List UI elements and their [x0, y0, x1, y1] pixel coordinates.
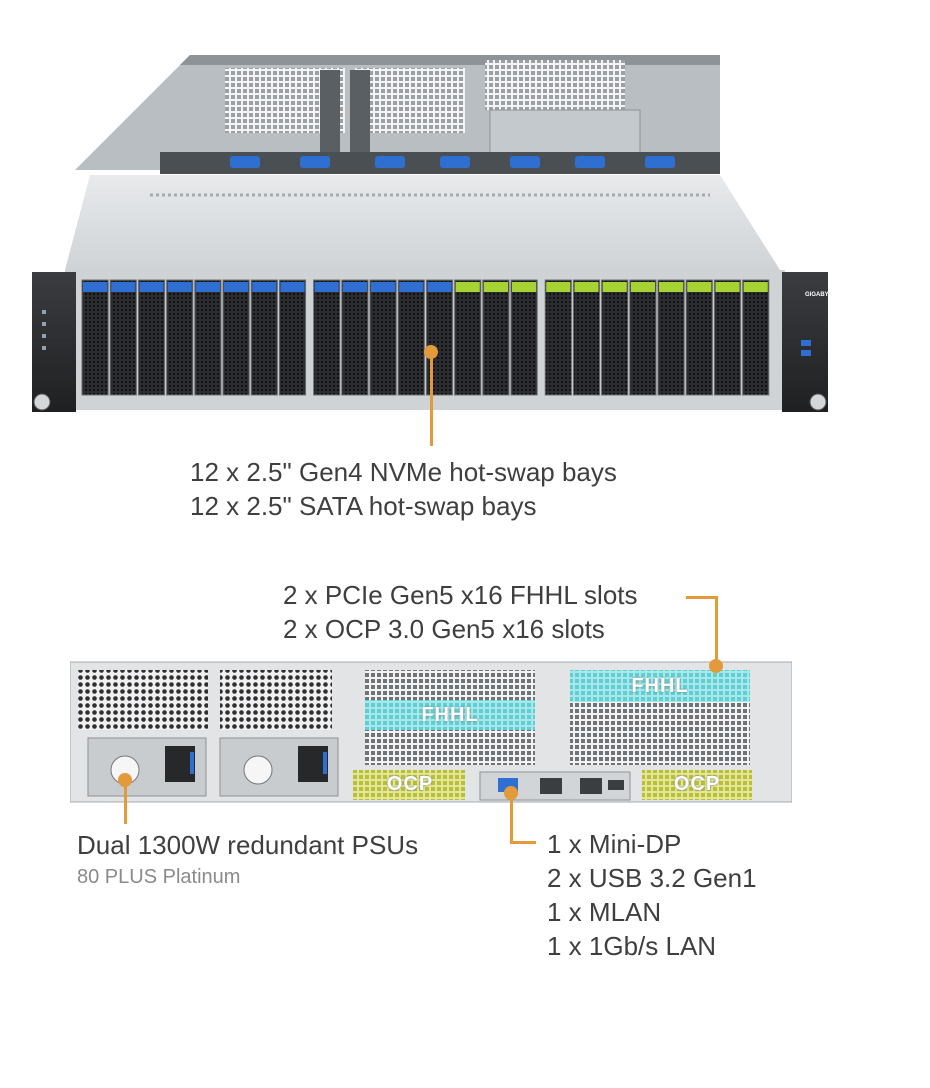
nvme-latch: [224, 282, 249, 292]
server-front-illustration: [32, 55, 828, 412]
nvme-latch: [342, 282, 367, 292]
drive-bay[interactable]: [222, 279, 250, 396]
front-bays-callout: 12 x 2.5" Gen4 NVMe hot-swap bays 12 x 2…: [190, 455, 617, 523]
drive-bay[interactable]: [278, 279, 307, 396]
drive-bay[interactable]: [510, 279, 538, 396]
lan-text: 1 x 1Gb/s LAN: [547, 931, 717, 961]
nvme-latch: [195, 282, 220, 292]
server-front-view: GIGABYTE: [20, 40, 840, 420]
io-callout-line-v: [510, 793, 513, 843]
riser-cage-middle: [355, 68, 465, 133]
sata-latch: [687, 282, 712, 292]
nvme-latch: [371, 282, 396, 292]
usb-text: 2 x USB 3.2 Gen1: [547, 863, 757, 893]
drive-bay[interactable]: [397, 279, 425, 396]
mini-dp-port: [608, 780, 624, 790]
mini-dp-text: 1 x Mini-DP: [547, 829, 682, 859]
drive-bay[interactable]: [601, 279, 629, 396]
nvme-latch: [167, 282, 192, 292]
drive-bay[interactable]: [137, 279, 166, 396]
drive-bay[interactable]: [81, 279, 109, 396]
usb-port-front: [801, 340, 811, 346]
nvme-latch: [252, 282, 277, 292]
sata-latch: [455, 282, 480, 292]
usb-port-front: [801, 350, 811, 356]
sata-latch: [602, 282, 627, 292]
drive-bay[interactable]: [629, 279, 657, 396]
pcie-callout-dot: [709, 659, 723, 673]
sata-latch: [574, 282, 599, 292]
psu-callout-title: Dual 1300W redundant PSUs: [77, 830, 419, 860]
drive-bay[interactable]: [313, 279, 341, 396]
nvme-bays-text: 12 x 2.5" Gen4 NVMe hot-swap bays: [190, 457, 617, 487]
left-rack-ear: [32, 272, 76, 412]
drive-bay[interactable]: [454, 279, 482, 396]
drive-bay[interactable]: [657, 279, 685, 396]
fhhl-label-right: FHHL: [631, 675, 689, 697]
io-callout-line-h: [510, 841, 536, 844]
server-rear-view: FHHL FHHL OCP OCP: [69, 660, 793, 805]
io-ports-callout: 1 x Mini-DP 2 x USB 3.2 Gen1 1 x MLAN 1 …: [547, 827, 757, 963]
ocp-slots-text: 2 x OCP 3.0 Gen5 x16 slots: [283, 614, 605, 644]
fhhl-slot-left: [365, 700, 535, 730]
ocp-label-right: OCP: [673, 773, 721, 795]
drive-bay[interactable]: [194, 279, 222, 396]
fhhl-label-left: FHHL: [421, 704, 479, 726]
nvme-latch: [83, 282, 108, 292]
lan-port: [580, 778, 602, 794]
sata-latch: [630, 282, 655, 292]
sata-latch: [743, 282, 768, 292]
drive-bay[interactable]: [250, 279, 278, 396]
drive-bay[interactable]: [166, 279, 194, 396]
drive-bay[interactable]: [572, 279, 601, 396]
front-callout-line: [430, 352, 433, 446]
sata-latch: [483, 282, 508, 292]
sata-latch: [715, 282, 740, 292]
riser-cage-right: [485, 60, 625, 110]
pcie-slots-callout: 2 x PCIe Gen5 x16 FHHL slots 2 x OCP 3.0…: [283, 578, 638, 646]
mlan-port: [540, 778, 562, 794]
psu-callout-line: [124, 780, 127, 824]
drive-bays: [81, 279, 770, 396]
drive-bay[interactable]: [742, 279, 770, 396]
pcie-callout-line-h: [686, 596, 718, 599]
drive-bay[interactable]: [109, 279, 137, 396]
fan-latches: [230, 156, 675, 168]
pcie-callout-line-v: [715, 596, 718, 662]
ocp-label-left: OCP: [386, 773, 434, 795]
nvme-latch: [111, 282, 136, 292]
nvme-latch: [139, 282, 164, 292]
drive-bay[interactable]: [544, 279, 572, 396]
ocp-slot-left: [353, 770, 465, 800]
drive-bay[interactable]: [369, 279, 397, 396]
drive-bay[interactable]: [341, 279, 369, 396]
sata-latch: [512, 282, 537, 292]
drive-bay[interactable]: [713, 279, 742, 396]
brand-mark: GIGABYTE: [805, 292, 837, 298]
drive-bay[interactable]: [685, 279, 713, 396]
drive-bay[interactable]: [482, 279, 510, 396]
sata-latch: [659, 282, 684, 292]
nvme-latch: [314, 282, 339, 292]
nvme-latch: [427, 282, 452, 292]
mlan-text: 1 x MLAN: [547, 897, 662, 927]
psu-vent-left: [78, 670, 208, 730]
ocp-slot-right: [642, 770, 752, 800]
fhhl-slot-right: [570, 670, 750, 702]
nvme-latch: [280, 282, 305, 292]
sata-latch: [546, 282, 571, 292]
sata-bays-text: 12 x 2.5" SATA hot-swap bays: [190, 491, 537, 521]
nvme-latch: [399, 282, 424, 292]
pcie-slots-text: 2 x PCIe Gen5 x16 FHHL slots: [283, 580, 638, 610]
psu-callout-subtitle: 80 PLUS Platinum: [77, 866, 241, 888]
psu-vent-right: [220, 670, 332, 730]
server-rear-illustration: [69, 661, 793, 803]
